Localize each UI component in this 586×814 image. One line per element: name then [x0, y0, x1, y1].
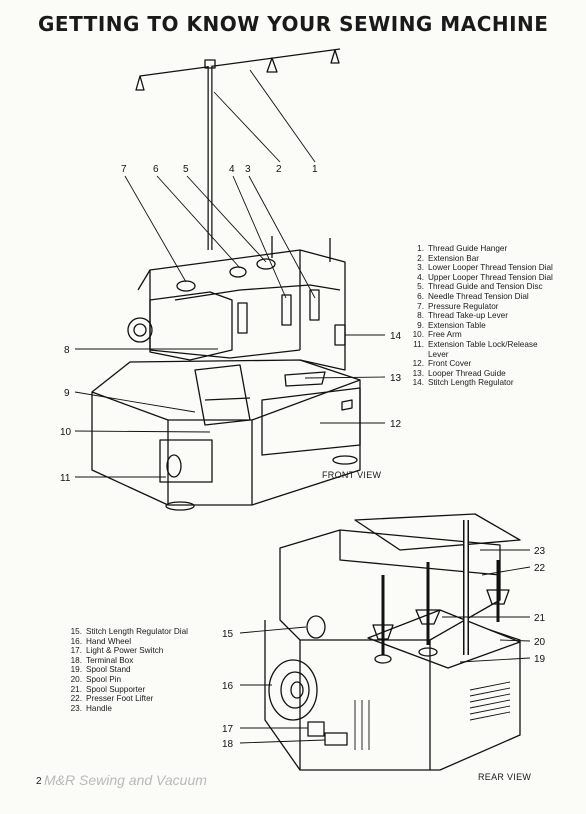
callout-2: 2	[276, 164, 282, 175]
callout-4: 4	[229, 164, 235, 175]
callout-13: 13	[390, 373, 402, 384]
legend-item: 18.Terminal Box	[70, 655, 134, 665]
callout-10: 10	[60, 427, 72, 438]
callout-3: 3	[245, 164, 251, 175]
callout-5: 5	[183, 164, 189, 175]
legend-item: 1.Thread Guide Hanger	[417, 244, 508, 253]
callout-7: 7	[121, 164, 127, 175]
callout-9: 9	[64, 388, 70, 399]
callout-14: 14	[390, 331, 402, 342]
page-number: 2	[36, 776, 42, 787]
callout-18: 18	[222, 739, 234, 750]
front-parts-legend: 1.Thread Guide Hanger 2.Extension Bar 3.…	[410, 244, 578, 388]
legend-item: 3.Lower Looper Thread Tension Dial	[417, 263, 553, 273]
callout-11: 11	[60, 473, 71, 484]
legend-item: 5.Thread Guide and Tension Disc	[417, 282, 543, 292]
front-view-label: FRONT VIEW	[322, 470, 382, 480]
rear-machine-body	[264, 513, 521, 771]
legend-item: 8.Thread Take-up Lever	[417, 311, 508, 321]
legend-item: 14.Stitch Length Regulator	[412, 378, 514, 388]
legend-item: 15.Stitch Length Regulator Dial	[70, 627, 188, 636]
legend-item: 4.Upper Looper Thread Tension Dial	[417, 272, 553, 282]
legend-item: 16.Hand Wheel	[70, 636, 132, 646]
legend-item: 7.Pressure Regulator	[417, 301, 499, 311]
watermark: M&R Sewing and Vacuum	[44, 772, 207, 788]
legend-item: 11.Extension Table Lock/Release Lever	[413, 339, 538, 359]
legend-item: 13.Looper Thread Guide	[412, 368, 506, 378]
callout-22: 22	[534, 563, 546, 574]
thread-guide-hanger	[135, 48, 341, 250]
legend-item: 22.Presser Foot Lifter	[70, 694, 154, 704]
legend-item: 6.Needle Thread Tension Dial	[417, 291, 529, 301]
legend-item: 12.Front Cover	[412, 359, 472, 369]
callout-21: 21	[534, 613, 546, 624]
legend-item: 23.Handle	[70, 703, 112, 713]
rear-parts-legend: 15.Stitch Length Regulator Dial 16.Hand …	[68, 627, 216, 713]
legend-item: 10.Free Arm	[412, 330, 462, 340]
callout-19: 19	[534, 654, 546, 665]
callout-20: 20	[534, 637, 546, 648]
callout-6: 6	[153, 164, 159, 175]
legend-item: 2.Extension Bar	[417, 253, 479, 263]
rear-view-label: REAR VIEW	[478, 772, 532, 782]
legend-item: 9.Extension Table	[417, 320, 486, 330]
callout-23: 23	[534, 546, 546, 557]
legend-item: 21.Spool Supporter	[70, 684, 146, 694]
callout-15: 15	[222, 629, 234, 640]
callout-8: 8	[64, 345, 70, 356]
callout-12: 12	[390, 419, 402, 430]
legend-item: 20.Spool Pin	[70, 674, 122, 684]
front-machine-body	[91, 236, 361, 511]
page-title: GETTING TO KNOW YOUR SEWING MACHINE	[38, 12, 549, 36]
callout-1: 1	[312, 164, 318, 175]
callout-17: 17	[222, 724, 234, 735]
legend-item: 17.Light & Power Switch	[70, 646, 164, 656]
callout-16: 16	[222, 681, 234, 692]
legend-item: 19.Spool Stand	[70, 665, 131, 675]
